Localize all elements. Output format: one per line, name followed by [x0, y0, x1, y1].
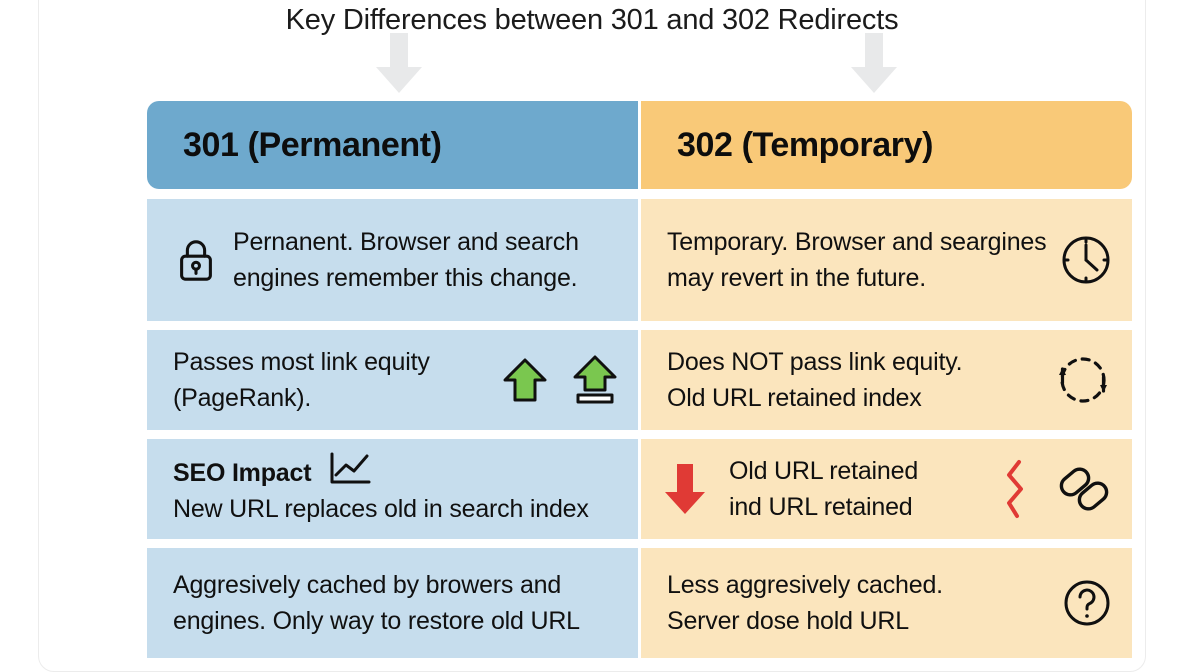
column-header-302-label: 302 (Temporary) [677, 125, 934, 164]
row-3-cell-301-heading: SEO Impact [173, 459, 312, 487]
question-mark-icon [1060, 576, 1114, 630]
up-arrow-icon [502, 356, 548, 404]
row-1-cell-302-line1: Temporary. Browser and seargines [667, 228, 1047, 256]
row-3-cell-302: Old URL retained ind URL retained [641, 439, 1132, 539]
zigzag-icon [1000, 458, 1030, 520]
lock-icon [173, 237, 223, 283]
row-3-cell-301-text: SEO Impact New URL replaces old in searc… [173, 451, 620, 527]
red-down-arrow-icon [663, 460, 707, 518]
row-1-cell-301-line1: Pernanent. Browser and search [233, 228, 579, 256]
row-4-cell-302-line2: Server dose hold URL [667, 607, 909, 635]
row-2-cell-301: Passes most link equity (PageRank). [147, 330, 638, 430]
row-1-cell-301-line2: engines remember this change. [233, 264, 578, 292]
row-4-cell-302-line1: Less aggresively cached. [667, 571, 943, 599]
table-row: SEO Impact New URL replaces old in searc… [147, 439, 1132, 539]
upload-arrow-icon [570, 354, 620, 406]
row-2-cell-302: Does NOT pass link equity. Old URL retai… [641, 330, 1132, 430]
refresh-cycle-icon [1052, 349, 1114, 411]
down-arrow-icon-left [376, 33, 422, 93]
table-row: Passes most link equity (PageRank). [147, 330, 1132, 430]
row-2-cell-302-line1: Does NOT pass link equity. [667, 348, 963, 376]
row-3-cell-302-line2: ind URL retained [729, 493, 913, 521]
row-3-cell-302-line1: Old URL retained [729, 457, 919, 485]
line-chart-icon [318, 451, 372, 491]
row-4-cell-301-line1: Aggresively cached by browers and [173, 571, 562, 599]
table-row: Pernanent. Browser and search engines re… [147, 199, 1132, 321]
arrow-shaft [390, 33, 408, 69]
row-2-cell-301-text: Passes most link equity (PageRank). [173, 344, 492, 416]
row-1-cell-301: Pernanent. Browser and search engines re… [147, 199, 638, 321]
comparison-table: 301 (Permanent) 302 (Temporary) [147, 101, 1132, 667]
row-3-cell-302-text: Old URL retained ind URL retained [729, 453, 918, 525]
row-2-cell-302-text: Does NOT pass link equity. Old URL retai… [667, 344, 1042, 416]
row-1-cell-302: Temporary. Browser and seargines may rev… [641, 199, 1132, 321]
row-4-cell-302-text: Less aggresively cached. Server dose hol… [667, 567, 1048, 639]
table-row: Aggresively cached by browers and engine… [147, 548, 1132, 658]
page-title: Key Differences between 301 and 302 Redi… [285, 4, 899, 37]
row-4-cell-301-text: Aggresively cached by browers and engine… [173, 567, 620, 639]
arrow-head [851, 67, 897, 93]
row-4-cell-301: Aggresively cached by browers and engine… [147, 548, 638, 658]
broken-link-icon [1054, 460, 1114, 518]
column-header-301-label: 301 (Permanent) [183, 125, 442, 164]
down-arrow-icon-right [851, 33, 897, 93]
row-4-cell-301-line2: engines. Only way to restore old URL [173, 607, 580, 635]
clock-icon [1058, 232, 1114, 288]
row-3-cell-301-line2: New URL replaces old in search index [173, 495, 589, 523]
arrow-shaft [865, 33, 883, 69]
row-1-cell-302-text: Temporary. Browser and seargines may rev… [667, 224, 1048, 296]
row-2-cell-301-line1: Passes most link equity [173, 348, 430, 376]
row-4-cell-302: Less aggresively cached. Server dose hol… [641, 548, 1132, 658]
row-2-cell-301-line2: (PageRank). [173, 384, 312, 412]
infographic-card: Key Differences between 301 and 302 Redi… [38, 0, 1146, 672]
column-header-302: 302 (Temporary) [641, 101, 1132, 189]
row-2-cell-302-line2: Old URL retained index [667, 384, 922, 412]
row-3-cell-301: SEO Impact New URL replaces old in searc… [147, 439, 638, 539]
row-1-cell-302-line2: may revert in the future. [667, 264, 927, 292]
table-header-row: 301 (Permanent) 302 (Temporary) [147, 101, 1132, 189]
arrow-head [376, 67, 422, 93]
row-3-cell-301-heading-wrap: SEO Impact [173, 451, 620, 491]
column-header-301: 301 (Permanent) [147, 101, 638, 189]
row-1-cell-301-text: Pernanent. Browser and search engines re… [233, 224, 620, 296]
